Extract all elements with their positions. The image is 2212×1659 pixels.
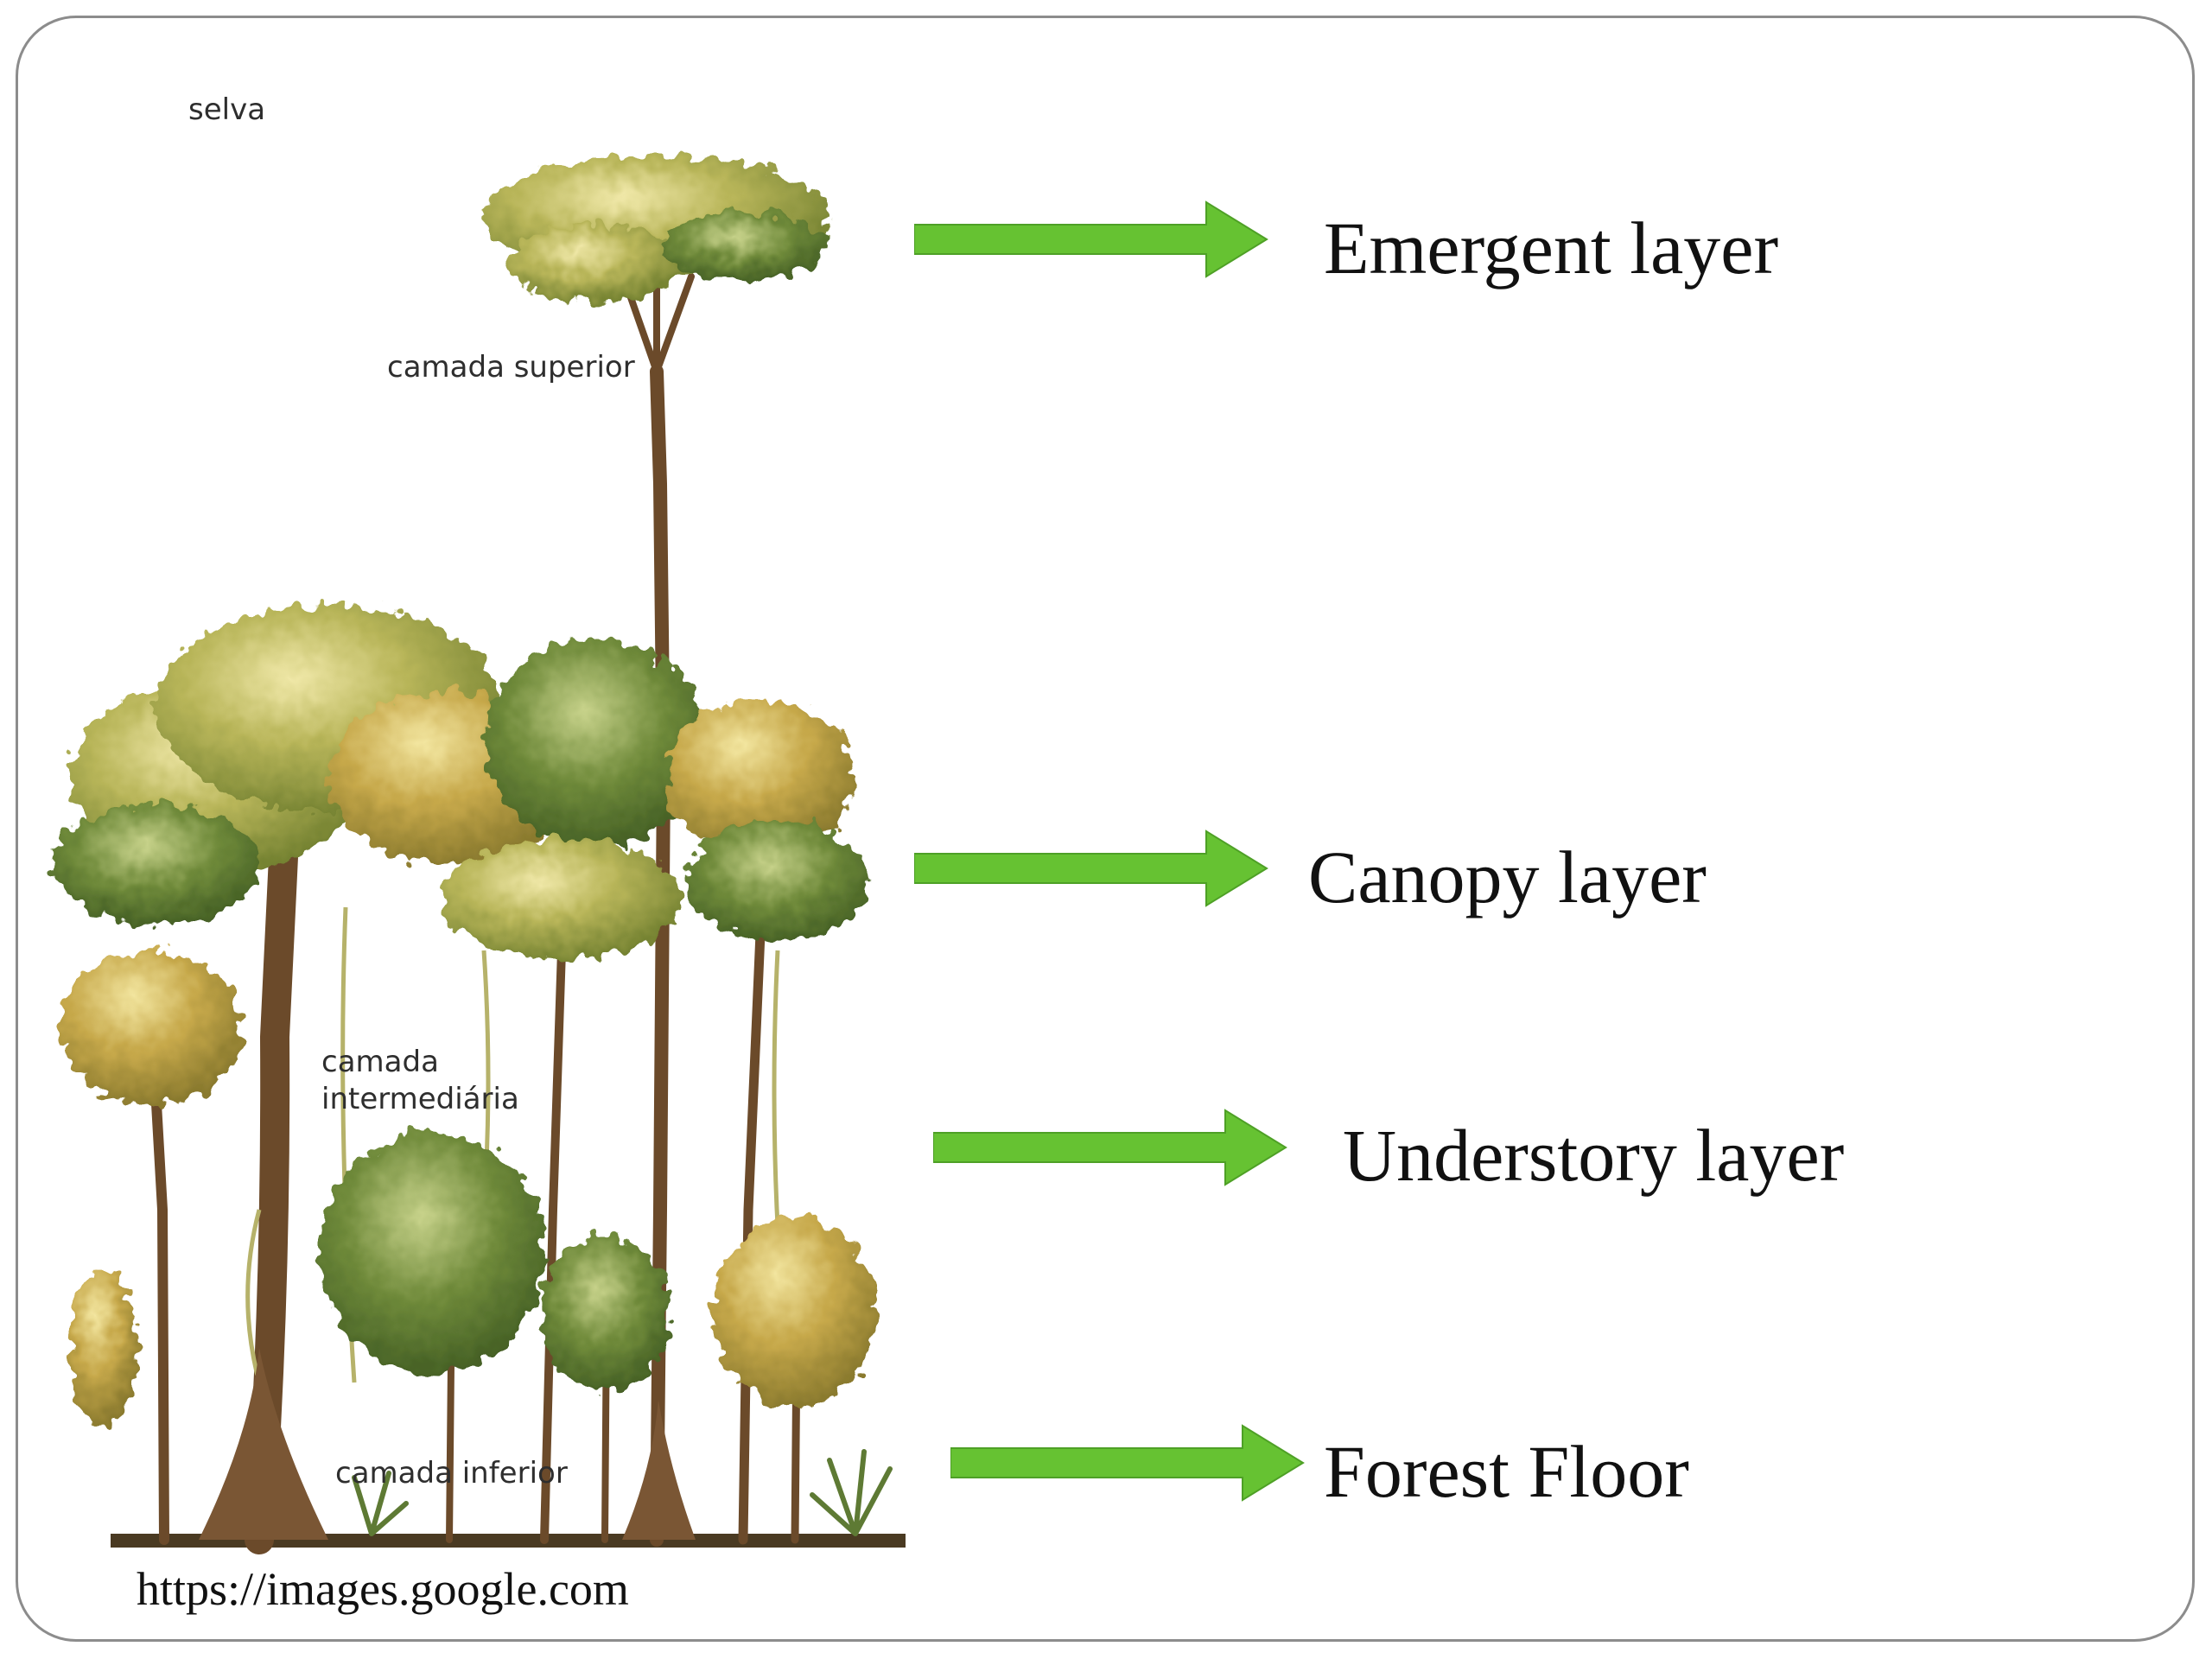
label-camada-superior: camada superior [387,350,635,385]
layer-label-forest-floor: Forest Floor [1324,1430,1689,1513]
floor-plants [352,1449,893,1536]
layer-label-canopy: Canopy layer [1308,836,1707,918]
label-selva: selva [188,92,266,127]
tree-crowns [52,156,877,1426]
layer-label-emergent: Emergent layer [1324,207,1779,289]
root-buttress [199,1348,696,1540]
label-camada-inferior: camada inferior [335,1456,568,1491]
label-camada-intermediaria-line1: camada [321,1045,439,1079]
label-camada-intermediaria-line2: intermediária [321,1081,519,1116]
layer-label-understory: Understory layer [1343,1114,1845,1197]
arrow-right-icon [950,1424,1305,1502]
label-camada-intermediaria: camada intermediária [321,1044,519,1117]
arrow-right-icon [914,830,1268,907]
arrow-right-icon [933,1109,1287,1186]
arrow-right-icon [914,200,1268,278]
source-credit: https://images.google.com [137,1563,629,1615]
